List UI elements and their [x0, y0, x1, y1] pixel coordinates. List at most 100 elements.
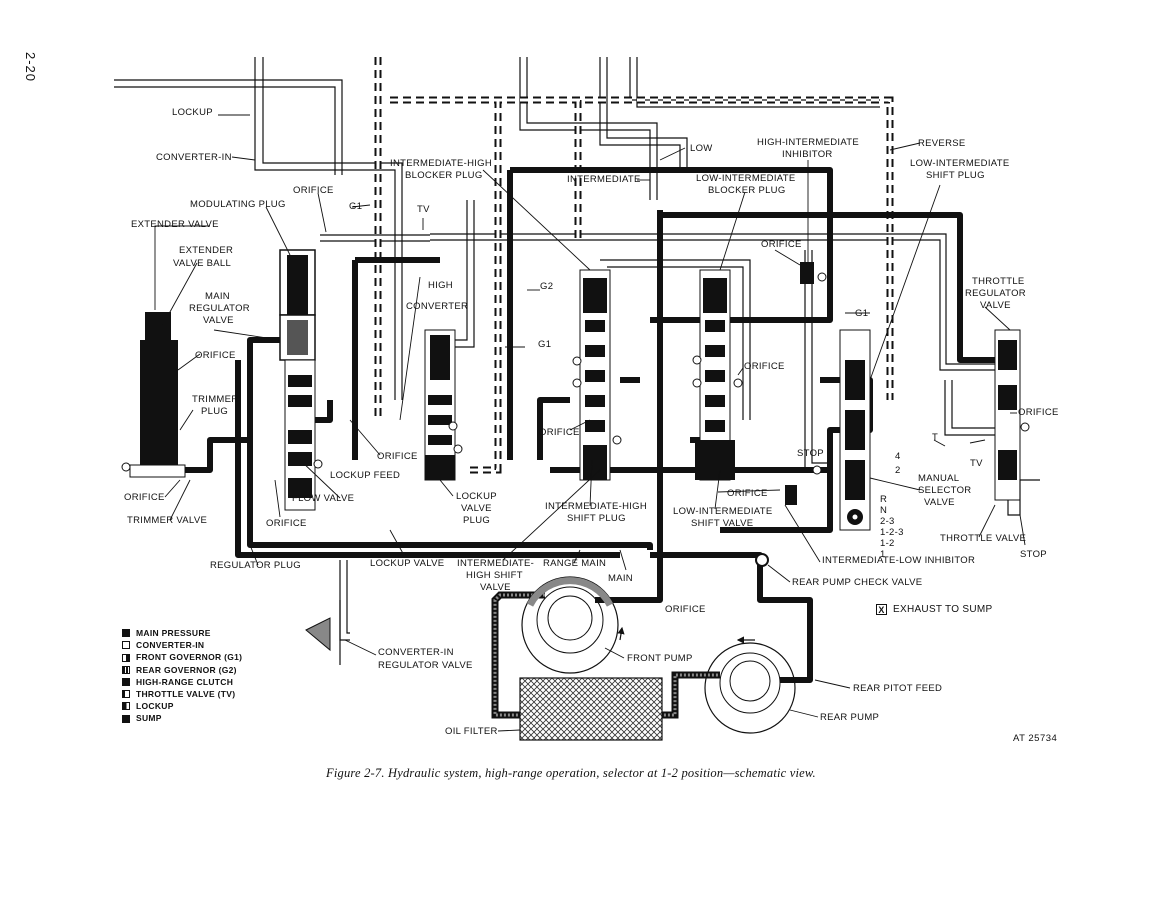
label-pos-2: 2 — [895, 465, 901, 476]
label-trimmer-plug-1: TRIMMER — [192, 394, 238, 405]
label-rear-pump: REAR PUMP — [820, 712, 879, 723]
lockup-valve — [424, 329, 456, 481]
label-throttle-reg-3: VALVE — [980, 300, 1011, 311]
label-throttle-valve: THROTTLE VALVE — [940, 533, 1026, 544]
label-lockup-valve: LOCKUP VALVE — [370, 558, 444, 569]
label-lisp-1: LOW-INTERMEDIATE — [910, 158, 1009, 169]
label-main-regulator-3: VALVE — [203, 315, 234, 326]
label-hii-2: INHIBITOR — [782, 149, 833, 160]
label-converter-in: CONVERTER-IN — [156, 152, 232, 163]
main-regulator-valve — [279, 249, 316, 361]
label-manual-selector-2: SELECTOR — [918, 485, 971, 496]
label-orifice: ORIFICE — [1018, 407, 1059, 418]
legend-swatch — [122, 629, 130, 638]
label-tv: TV — [417, 204, 430, 215]
legend-item: THROTTLE VALVE (TV) — [122, 688, 242, 700]
label-trimmer-valve: TRIMMER VALVE — [127, 515, 207, 526]
label-trimmer-plug-2: PLUG — [201, 406, 228, 417]
label-main-regulator-2: REGULATOR — [189, 303, 250, 314]
legend-swatch — [122, 677, 130, 686]
legend-item: LOCKUP — [122, 700, 242, 712]
exhaust-markers — [121, 355, 1030, 475]
label-manual-selector-1: MANUAL — [918, 473, 959, 484]
exhaust-icon: X — [876, 604, 887, 615]
legend-item: FRONT GOVERNOR (G1) — [122, 651, 242, 663]
label-orifice: ORIFICE — [293, 185, 334, 196]
label-reverse: REVERSE — [918, 138, 966, 149]
legend-label: REAR GOVERNOR (G2) — [136, 664, 237, 675]
label-ihsv-3: VALVE — [480, 582, 511, 593]
label-g1: G1 — [349, 201, 362, 212]
label-manual-selector-3: VALVE — [924, 497, 955, 508]
label-throttle-reg-1: THROTTLE — [972, 276, 1025, 287]
label-hii-1: HIGH-INTERMEDIATE — [757, 137, 859, 148]
label-ihbp-1: INTERMEDIATE-HIGH — [390, 158, 492, 169]
label-rear-pump-check-valve: REAR PUMP CHECK VALVE — [792, 577, 922, 588]
label-pos-1: 1 — [880, 549, 886, 560]
reference-code: AT 25734 — [1013, 733, 1058, 744]
rear-pump — [704, 636, 796, 734]
label-pos-n: N — [880, 505, 887, 516]
label-modulating-plug: MODULATING PLUG — [190, 199, 286, 210]
label-orifice: ORIFICE — [266, 518, 307, 529]
label-pos-123: 1-2-3 — [880, 527, 904, 538]
label-orifice: ORIFICE — [727, 488, 768, 499]
label-main: MAIN — [608, 573, 633, 584]
label-lockup-feed: LOCKUP FEED — [330, 470, 400, 481]
label-ihsv-2: HIGH SHIFT — [466, 570, 523, 581]
label-libp-1: LOW-INTERMEDIATE — [696, 173, 795, 184]
legend-label: FRONT GOVERNOR (G1) — [136, 652, 243, 663]
label-ihsp-1: INTERMEDIATE-HIGH — [545, 501, 647, 512]
legend-item: HIGH-RANGE CLUTCH — [122, 676, 242, 688]
rear-pump-check-valve — [755, 553, 769, 567]
legend-item: SUMP — [122, 712, 242, 724]
label-extender-valve-ball-1: EXTENDER — [179, 245, 233, 256]
label-stop: STOP — [797, 448, 824, 459]
label-lockup-valve-plug-3: PLUG — [463, 515, 490, 526]
label-extender-valve: EXTENDER VALVE — [131, 219, 219, 230]
front-pump — [521, 576, 625, 674]
legend-item: REAR GOVERNOR (G2) — [122, 664, 242, 676]
label-pos-12: 1-2 — [880, 538, 895, 549]
label-orifice: ORIFICE — [761, 239, 802, 250]
label-regulator-plug: REGULATOR PLUG — [210, 560, 301, 571]
throttle-regulator-valve — [994, 329, 1040, 516]
intermediate-low-inhibitor — [785, 485, 797, 505]
label-g1: G1 — [855, 308, 868, 319]
trimmer-valve-body — [129, 312, 186, 478]
figure-caption: Figure 2-7. Hydraulic system, high-range… — [326, 766, 816, 780]
exhaust-key: X EXHAUST TO SUMP — [876, 604, 993, 615]
label-pos-r: R — [880, 494, 887, 505]
label-orifice: ORIFICE — [539, 427, 580, 438]
label-orifice: ORIFICE — [195, 350, 236, 361]
label-lockup: LOCKUP — [172, 107, 213, 118]
label-lisp-2: SHIFT PLUG — [926, 170, 985, 181]
legend-swatch — [122, 714, 130, 723]
label-tv: TV — [970, 458, 983, 469]
legend-label: HIGH-RANGE CLUTCH — [136, 676, 234, 687]
label-conv-in-reg-2: REGULATOR VALVE — [378, 660, 473, 671]
intermediate-high-shift-valve — [579, 269, 611, 481]
label-orifice: ORIFICE — [124, 492, 165, 503]
converter-in-regulator-valve — [305, 600, 341, 665]
label-lisv-2: SHIFT VALVE — [691, 518, 753, 529]
label-extender-valve-ball-2: VALVE BALL — [173, 258, 231, 269]
label-stop: STOP — [1020, 549, 1047, 560]
label-pos-4: 4 — [895, 451, 901, 462]
manual-selector-valve — [839, 329, 871, 531]
label-front-pump: FRONT PUMP — [627, 653, 693, 664]
legend-swatch — [122, 665, 130, 674]
exhaust-label: EXHAUST TO SUMP — [893, 604, 993, 615]
label-converter: CONVERTER — [406, 301, 468, 312]
legend-swatch — [122, 653, 130, 662]
label-main-regulator-1: MAIN — [205, 291, 230, 302]
label-t: T — [932, 432, 938, 443]
label-conv-in-reg-1: CONVERTER-IN — [378, 647, 454, 658]
low-intermediate-shift-valve — [695, 269, 735, 481]
label-orifice: ORIFICE — [377, 451, 418, 462]
label-intermediate: INTERMEDIATE — [567, 174, 641, 185]
legend-label: MAIN PRESSURE — [136, 628, 211, 638]
label-flow-valve: FLOW VALVE — [292, 493, 354, 504]
